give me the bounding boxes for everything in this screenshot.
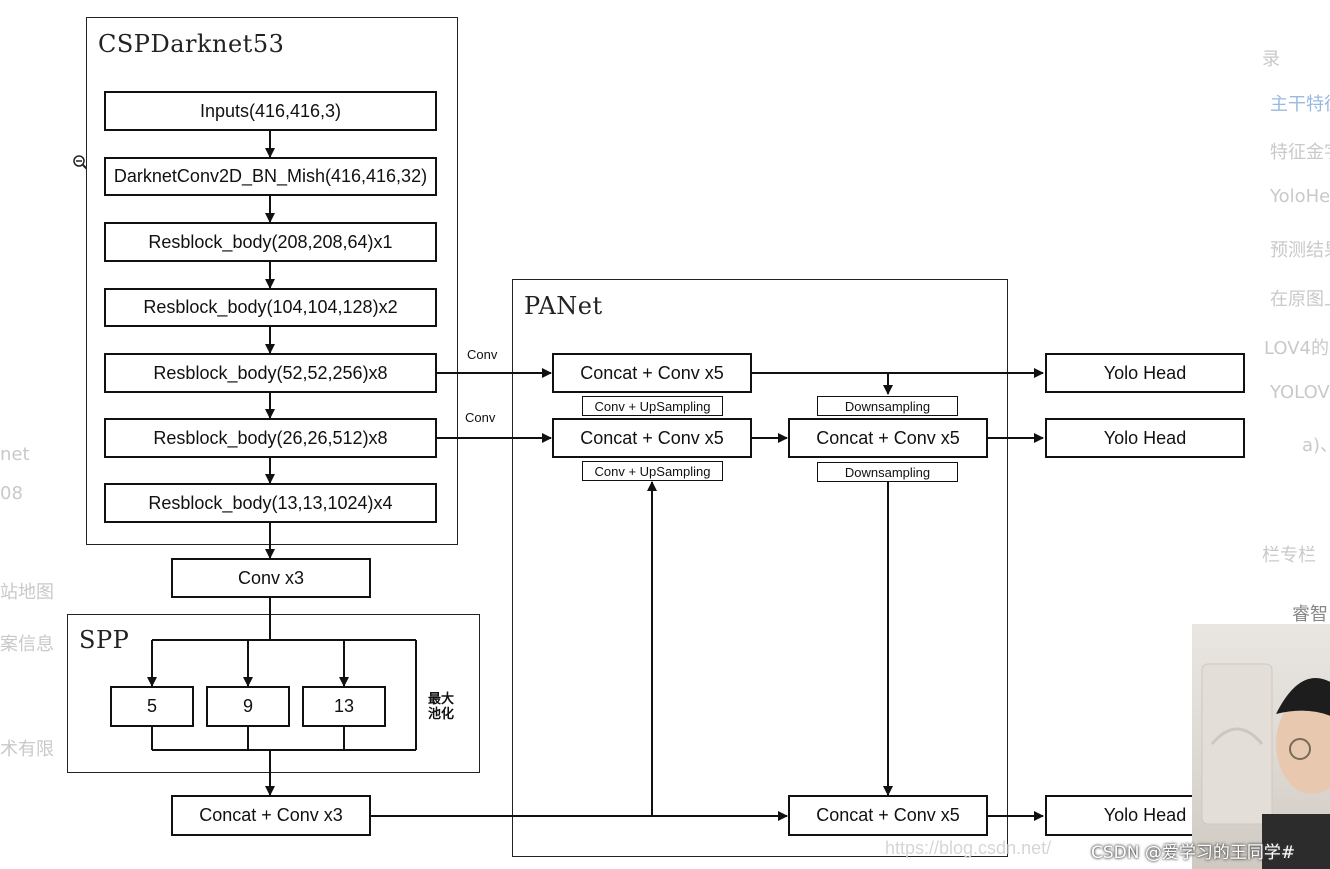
resblock-5-node: Resblock_body(13,13,1024)x4 <box>104 483 437 523</box>
conv-label: Conv <box>465 410 496 425</box>
concat-conv-x5-node: Concat + Conv x5 <box>552 353 752 393</box>
conv-x3-node: Conv x3 <box>171 558 371 598</box>
concat-conv-x5-node: Concat + Conv x5 <box>788 795 988 836</box>
maxpool-label: 最大 池化 <box>428 692 454 722</box>
left-sidebar-text: net <box>0 444 30 465</box>
left-sidebar-text: 08 <box>0 483 23 504</box>
toc-item[interactable]: YOLOV <box>1270 382 1330 403</box>
toc-item[interactable]: 预测结果 <box>1270 240 1330 261</box>
downsampling-tag: Downsampling <box>817 462 958 482</box>
left-sidebar-link[interactable]: 站地图 <box>0 582 54 603</box>
maxpool-label-line2: 池化 <box>428 707 455 722</box>
darknet-conv2d-node: DarknetConv2D_BN_Mish(416,416,32) <box>104 157 437 196</box>
toc-item[interactable]: 在原图上 <box>1270 289 1330 310</box>
resblock-4-node: Resblock_body(26,26,512)x8 <box>104 418 437 458</box>
concat-conv-x5-node: Concat + Conv x5 <box>552 418 752 458</box>
pool-13-node: 13 <box>302 686 386 727</box>
yolo-head-node: Yolo Head <box>1045 353 1245 393</box>
toc-item[interactable]: 特征金字 <box>1270 142 1330 163</box>
upsampling-tag: Conv + UpSampling <box>582 396 723 416</box>
webcam-overlay <box>1192 624 1330 869</box>
resblock-1-node: Resblock_body(208,208,64)x1 <box>104 222 437 262</box>
author-name[interactable]: 睿智 <box>1292 604 1328 625</box>
pool-9-node: 9 <box>206 686 290 727</box>
concat-conv-x3-node: Concat + Conv x3 <box>171 795 371 836</box>
blog-url-watermark: https://blog.csdn.net/ <box>885 838 1052 858</box>
yolo-head-node: Yolo Head <box>1045 418 1245 458</box>
upsampling-tag: Conv + UpSampling <box>582 461 723 481</box>
left-sidebar-text: 术有限 <box>0 739 54 760</box>
spp-title: SPP <box>79 626 130 654</box>
toc-item[interactable]: 主干特征 <box>1270 94 1330 115</box>
inputs-node: Inputs(416,416,3) <box>104 91 437 131</box>
conv-label: Conv <box>467 347 498 362</box>
toc-item[interactable]: YoloHe <box>1270 186 1330 207</box>
resblock-2-node: Resblock_body(104,104,128)x2 <box>104 288 437 327</box>
cspdarknet-title: CSPDarknet53 <box>98 30 285 58</box>
presenter-video-image <box>1201 663 1330 869</box>
resblock-3-node: Resblock_body(52,52,256)x8 <box>104 353 437 393</box>
toc-header: 录 <box>1262 49 1280 70</box>
csdn-watermark: CSDN @爱学习的王同学# <box>1091 843 1296 863</box>
pool-5-node: 5 <box>110 686 194 727</box>
left-sidebar-link[interactable]: 案信息 <box>0 634 54 655</box>
maxpool-label-line1: 最大 <box>428 692 455 707</box>
panet-title: PANet <box>524 292 603 320</box>
toc-item[interactable]: LOV4的 <box>1264 338 1330 359</box>
downsampling-tag: Downsampling <box>817 396 958 416</box>
section-header: 栏专栏 <box>1262 545 1316 566</box>
concat-conv-x5-node: Concat + Conv x5 <box>788 418 988 458</box>
toc-item[interactable]: a)、 <box>1302 435 1330 456</box>
